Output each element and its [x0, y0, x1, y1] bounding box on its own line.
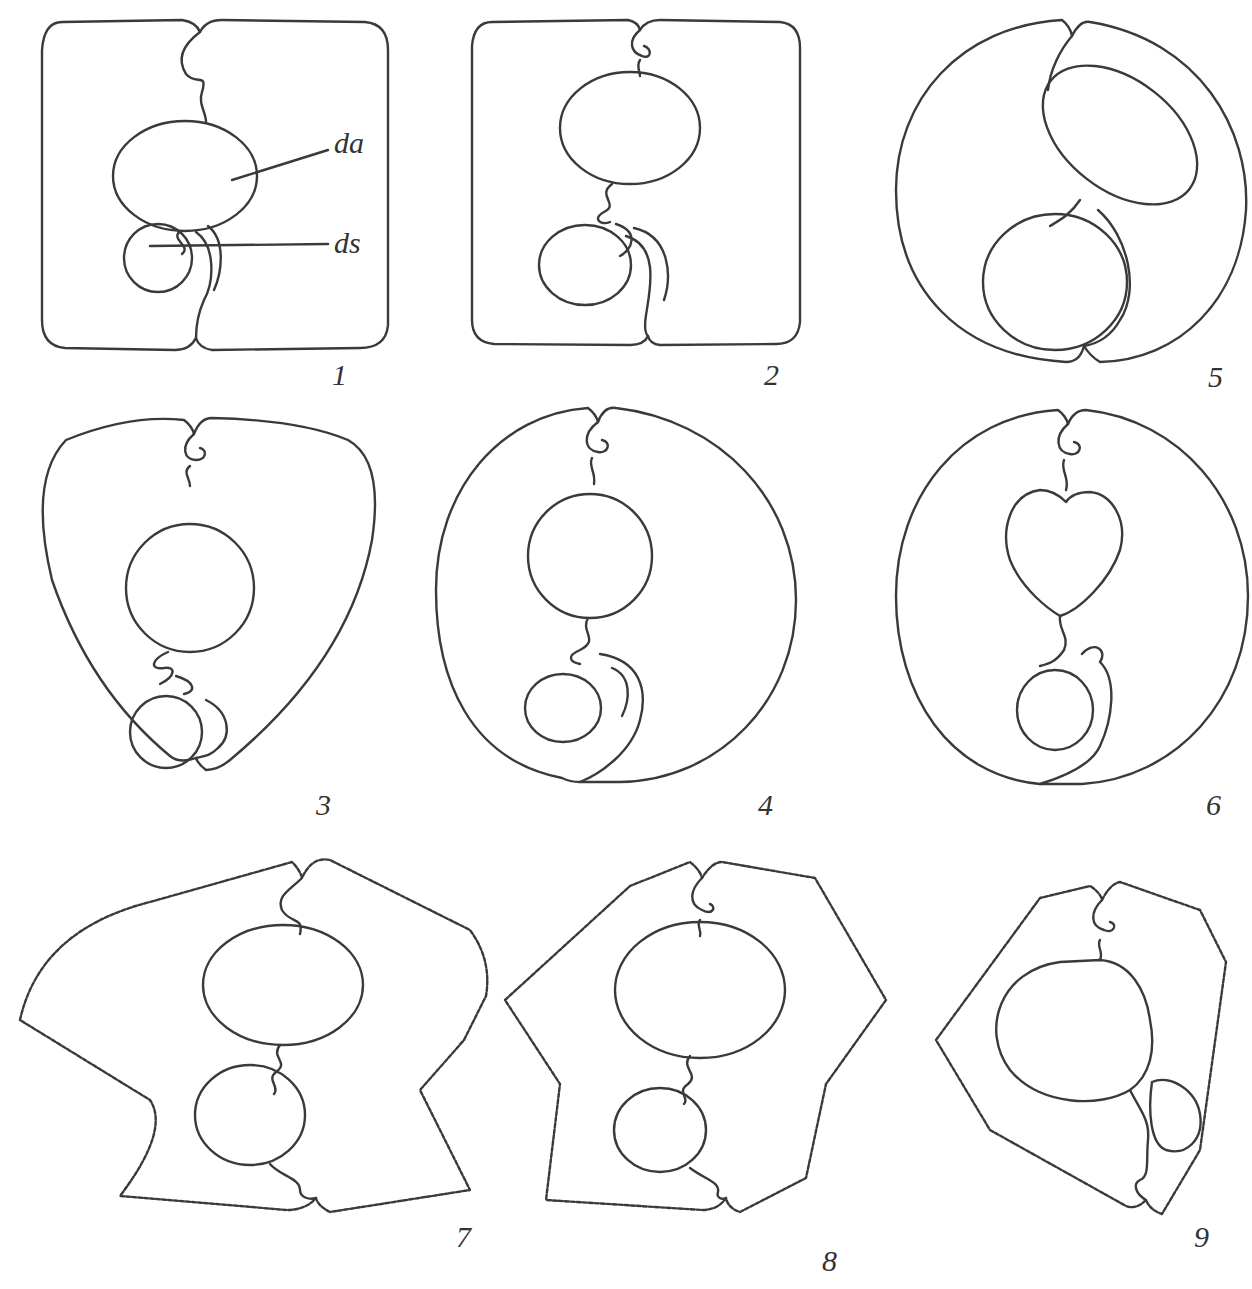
figure-number: 5	[1208, 362, 1223, 392]
section-figure-8	[505, 862, 886, 1212]
figure-number: 4	[758, 790, 773, 820]
section-figure-6	[896, 410, 1248, 784]
figure-number: 2	[764, 360, 779, 390]
section-figure-5	[896, 20, 1246, 362]
part-label: da	[334, 128, 364, 158]
section-figure-1	[42, 20, 388, 350]
figure-number: 3	[316, 790, 331, 820]
section-figure-2	[472, 20, 800, 345]
part-label: ds	[334, 228, 361, 258]
section-figure-9	[936, 882, 1226, 1214]
section-figure-4	[436, 408, 796, 782]
figure-number: 7	[456, 1222, 471, 1252]
figure-number: 8	[822, 1246, 837, 1276]
section-figure-3	[43, 418, 375, 770]
figure-number: 6	[1206, 790, 1221, 820]
figure-number: 1	[332, 360, 347, 390]
figure-number: 9	[1194, 1222, 1209, 1252]
section-figure-7	[20, 859, 487, 1212]
